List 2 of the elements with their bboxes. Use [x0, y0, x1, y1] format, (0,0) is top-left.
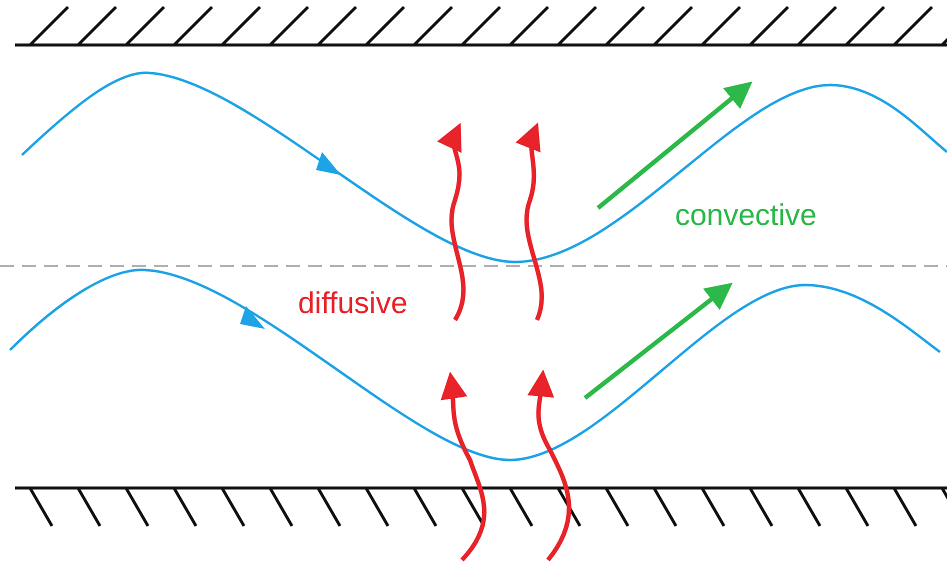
process-label: diffusive: [298, 286, 408, 322]
process-label: convective: [675, 198, 817, 234]
